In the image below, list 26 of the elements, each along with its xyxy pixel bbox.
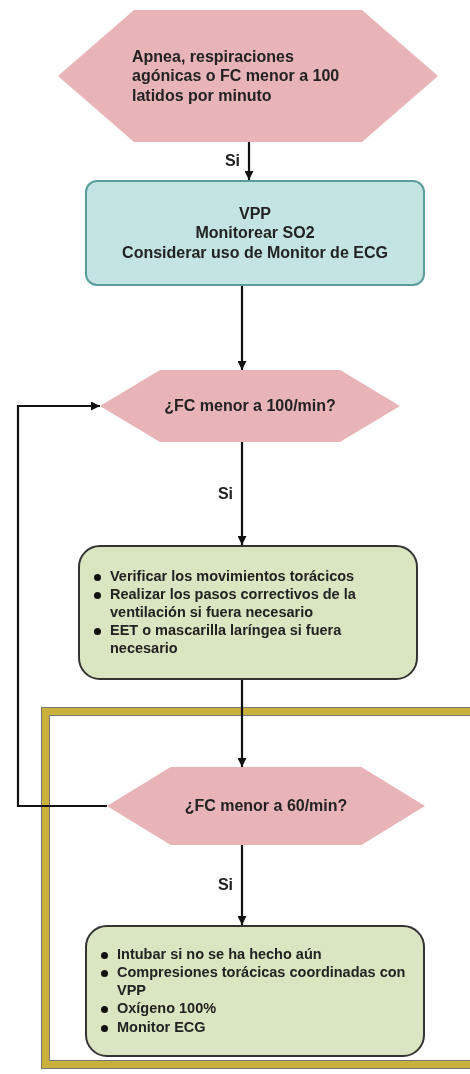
decision-hexagon: [100, 370, 400, 442]
feedback-arrow: [16, 401, 107, 808]
list-item-text: Oxígeno 100%: [117, 1000, 217, 1017]
list-item-text: Intubar si no se ha hecho aún: [117, 946, 322, 962]
arrow: [237, 286, 247, 370]
step-text: Monitorear SO2: [194, 223, 316, 243]
action-box: [85, 925, 425, 1057]
step-text: Considerar uso de Monitor de ECG: [121, 242, 389, 262]
arrow: [237, 680, 247, 767]
decision-text: ¿FC menor a 100/min?: [163, 396, 337, 416]
decision-hexagon: [58, 10, 438, 142]
list-item-text: Compresiones torácicas coordinadas con VPP: [117, 964, 406, 998]
list-item-text: Verificar los movimientos torácicos: [110, 568, 355, 584]
action-box: [78, 545, 418, 680]
decision-hexagon: [107, 767, 425, 845]
decision-text: Apnea, respiraciones agónicas o FC menor a 100 latidos por minuto: [132, 47, 341, 105]
list-item-text: EET o mascarilla laríngea si fuera necesario: [110, 622, 342, 656]
list-item-text: Monitor ECG: [117, 1018, 206, 1035]
arrow: [237, 442, 247, 545]
highlight-frame: [42, 708, 470, 1068]
decision-text: ¿FC menor a 60/min?: [183, 796, 349, 816]
arrow: [237, 845, 247, 925]
list-item-text: Realizar los pasos correctivos de la ventilación si fuera necesario: [110, 586, 356, 620]
arrow: [244, 142, 254, 180]
process-box: [85, 180, 425, 286]
step-text: VPP: [238, 204, 272, 224]
